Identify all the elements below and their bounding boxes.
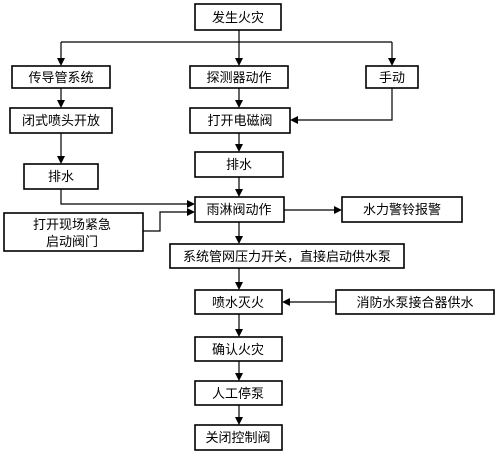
edge-emergency-to-deluge xyxy=(143,211,187,232)
node-drain-left: 排水 xyxy=(23,163,99,190)
arrow-to-detector xyxy=(235,58,243,66)
edge-drain-left-to-deluge xyxy=(60,189,187,205)
node-closed-head: 闭式喷头开放 xyxy=(9,107,113,134)
arrow-to-open-valve xyxy=(235,100,243,108)
arrow-to-deluge xyxy=(235,189,243,197)
node-open-solenoid-valve: 打开电磁阀 xyxy=(189,107,291,134)
node-drain-mid-label: 排水 xyxy=(226,158,252,173)
node-close-control-valve: 关闭控制阀 xyxy=(194,424,283,451)
arrow-adapter-to-spray xyxy=(282,298,290,306)
arrow-to-closed-head xyxy=(57,100,65,108)
arrow-manual-to-open-valve xyxy=(290,116,298,124)
arrow-to-drain-left xyxy=(57,156,65,164)
node-open-solenoid-valve-label: 打开电磁阀 xyxy=(207,114,272,129)
node-pump-adapter-label: 消防水泵接合器供水 xyxy=(356,295,473,311)
node-emergency-valve-label-line1: 打开现场紧急 xyxy=(33,218,111,233)
arrow-to-pressure-switch xyxy=(235,236,243,244)
arrow-to-pipe xyxy=(57,58,65,66)
node-deluge-valve: 雨淋阀动作 xyxy=(194,196,285,223)
node-alarm-bell-label: 水力警铃报警 xyxy=(363,202,441,218)
node-fire: 发生火灾 xyxy=(194,3,282,31)
node-close-control-valve-label: 关闭控制阀 xyxy=(205,431,270,446)
node-spray-extinguish: 喷水灭火 xyxy=(194,289,283,315)
arrow-to-confirm xyxy=(235,329,243,337)
node-emergency-valve: 打开现场紧急 启动阀门 xyxy=(3,212,144,252)
node-spray-extinguish-label: 喷水灭火 xyxy=(212,296,264,311)
node-closed-head-label: 闭式喷头开放 xyxy=(22,114,100,129)
arrow-to-alarm xyxy=(334,206,342,214)
node-drain-left-label: 排水 xyxy=(48,170,74,185)
node-pressure-switch: 系统管网压力开关，直接启动供水泵 xyxy=(169,243,405,269)
node-pipe-system: 传导管系统 xyxy=(11,65,111,89)
node-detector-label: 探测器动作 xyxy=(206,71,271,86)
node-confirm-fire-label: 确认火灾 xyxy=(212,342,264,358)
node-emergency-valve-label-line2: 启动阀门 xyxy=(46,235,98,250)
node-fire-label: 发生火灾 xyxy=(212,10,264,26)
arrow-to-manual xyxy=(388,58,396,66)
arrow-drain-left-to-deluge xyxy=(187,200,195,208)
node-manual-label: 手动 xyxy=(379,71,405,86)
node-detector: 探测器动作 xyxy=(189,65,289,89)
node-deluge-valve-label: 雨淋阀动作 xyxy=(206,203,271,218)
node-stop-pump: 人工停泵 xyxy=(194,380,283,406)
arrow-emergency-to-deluge xyxy=(187,208,195,216)
arrow-to-spray xyxy=(235,282,243,290)
node-drain-mid: 排水 xyxy=(194,151,284,178)
node-pipe-system-label: 传导管系统 xyxy=(28,71,93,86)
node-alarm-bell: 水力警铃报警 xyxy=(341,196,463,223)
arrow-to-stop-pump xyxy=(235,373,243,381)
flowchart-nodes: 发生火灾 传导管系统 探测器动作 手动 闭式喷头开放 打开电磁阀 排水 xyxy=(3,3,495,451)
node-confirm-fire: 确认火灾 xyxy=(194,336,283,362)
node-stop-pump-label: 人工停泵 xyxy=(212,386,264,402)
node-manual: 手动 xyxy=(365,65,419,89)
node-pressure-switch-label: 系统管网压力开关，直接启动供水泵 xyxy=(183,249,391,265)
flowchart-edges xyxy=(57,30,396,425)
arrow-to-drain-mid xyxy=(235,144,243,152)
edge-manual-to-open-valve xyxy=(298,88,393,121)
arrow-to-close-valve xyxy=(235,417,243,425)
node-pump-adapter: 消防水泵接合器供水 xyxy=(335,289,495,315)
